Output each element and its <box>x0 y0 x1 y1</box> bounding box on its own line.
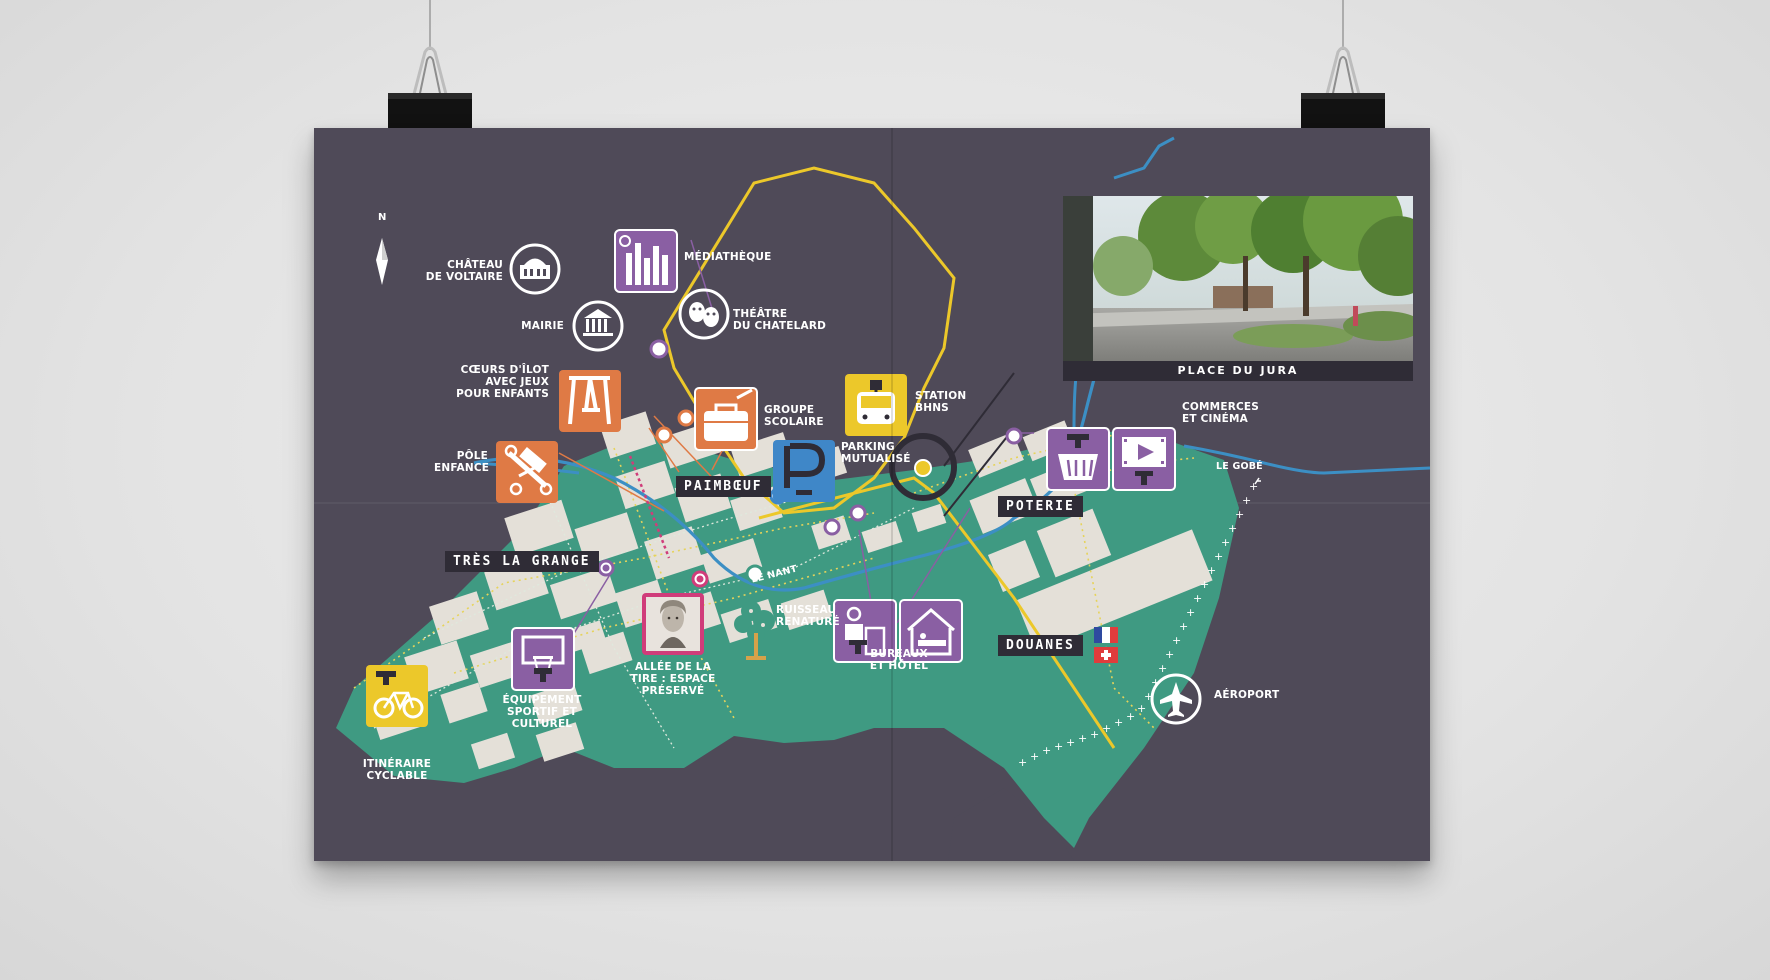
svg-text:+: + <box>1114 716 1123 729</box>
aeroport-label: AÉROPORT <box>1214 689 1280 701</box>
river-north <box>1113 136 1175 180</box>
bureaux-label: BUREAUX ET HÔTEL <box>869 648 929 672</box>
french-flag-icon <box>1094 627 1118 643</box>
svg-text:+: + <box>1228 522 1237 535</box>
compass-north-label: N <box>378 212 387 223</box>
cinema-icon <box>1112 427 1176 491</box>
map-canvas: +++++++++++++++++++++++++++ <box>336 136 1430 861</box>
groupe-scolaire-label: GROUPE SCOLAIRE <box>764 404 824 428</box>
coeurs-ilot-label: CŒURS D'ÎLOT AVEC JEUX POUR ENFANTS <box>456 364 549 400</box>
chateau-icon <box>509 243 561 295</box>
photo-caption: PLACE DU JURA <box>1177 364 1299 377</box>
svg-text:+: + <box>1144 690 1153 703</box>
bicycle-icon <box>366 665 428 727</box>
allee-de-la-tire-path <box>628 455 671 559</box>
allee-label: ALLÉE DE LA TIRE : ESPACE PRÉSERVÉ <box>630 661 716 697</box>
pole-enfance-label: PÔLE ENFANCE <box>434 450 490 474</box>
place-du-jura-photo: PLACE DU JURA <box>1063 196 1413 381</box>
district-tres-la-grange: TRÈS LA GRANGE <box>445 551 599 572</box>
svg-text:+: + <box>1179 620 1188 633</box>
mediatheque-label: MÉDIATHÈQUE <box>684 251 772 263</box>
svg-text:+: + <box>1235 508 1244 521</box>
itineraire-label: ITINÉRAIRE CYCLABLE <box>362 758 432 782</box>
compass-icon <box>376 238 388 285</box>
svg-text:+: + <box>1172 634 1181 647</box>
place-du-jura-ring <box>889 433 957 501</box>
playground-icon <box>559 370 621 432</box>
svg-text:+: + <box>1214 550 1223 563</box>
theatre-masks-icon <box>678 288 730 340</box>
svg-text:+: + <box>1249 480 1258 493</box>
svg-text:+: + <box>1221 536 1230 549</box>
district-paimboeuf: PAIMBŒUF <box>676 476 771 497</box>
stroller-icon <box>496 441 558 503</box>
tree-icon <box>734 601 775 660</box>
books-icon <box>614 229 678 293</box>
station-bhns-label: STATION BHNS <box>915 390 967 414</box>
svg-text:+: + <box>1193 592 1202 605</box>
svg-text:+: + <box>1018 756 1027 769</box>
binder-clip-right <box>1301 0 1385 141</box>
border-crosses <box>1254 477 1261 485</box>
svg-text:+: + <box>1042 744 1051 757</box>
svg-text:+: + <box>1158 662 1167 675</box>
tram-icon <box>845 374 907 436</box>
hotel-icon <box>899 599 963 663</box>
svg-text:+: + <box>1242 494 1251 507</box>
svg-text:+: + <box>1126 710 1135 723</box>
mairie-icon <box>572 300 624 352</box>
svg-text:+: + <box>1066 736 1075 749</box>
svg-text:+: + <box>1030 750 1039 763</box>
dark-region-douanes <box>947 788 1074 861</box>
svg-text:+: + <box>1078 732 1087 745</box>
theatre-label: THÉÂTRE DU CHATELARD <box>733 308 827 332</box>
commerces-label: COMMERCES ET CINÉMA <box>1182 401 1260 425</box>
svg-text:+: + <box>1165 648 1174 661</box>
office-icon <box>833 599 897 663</box>
river-le-gobe-label: LE GOBÉ <box>1216 461 1263 472</box>
bhns-route <box>662 166 956 515</box>
district-poterie: POTERIE <box>998 496 1083 517</box>
svg-text:+: + <box>1137 702 1146 715</box>
station-bhns-marker <box>914 459 932 477</box>
swiss-flag-icon <box>1094 647 1118 663</box>
basketball-icon <box>511 627 575 691</box>
school-bag-icon <box>694 387 758 451</box>
river-le-gobe <box>1183 444 1430 475</box>
chateau-label: CHÂTEAU DE VOLTAIRE <box>425 259 503 283</box>
svg-text:+: + <box>1090 728 1099 741</box>
equipement-label: ÉQUIPEMENT SPORTIF ET CULTUREL <box>502 694 582 730</box>
mairie-label: MAIRIE <box>521 320 564 332</box>
border-cross-line: +++++++++++++++++++++++++++ <box>1018 480 1258 769</box>
binder-clip-left <box>388 0 472 141</box>
ruisseau-label: RUISSEAU RENATURÉ <box>776 604 840 628</box>
shopping-basket-icon <box>1046 427 1110 491</box>
svg-text:+: + <box>1200 578 1209 591</box>
airplane-icon <box>1150 673 1202 725</box>
svg-text:+: + <box>1186 606 1195 619</box>
parking-icon <box>773 440 835 502</box>
poster-map: +++++++++++++++++++++++++++ <box>314 128 1430 861</box>
district-douanes: DOUANES <box>998 635 1083 656</box>
svg-text:+: + <box>1102 722 1111 735</box>
parking-label: PARKING MUTUALISÉ <box>841 441 911 465</box>
place-du-jura-image <box>1063 196 1413 361</box>
bhns-route-south <box>758 476 1116 749</box>
svg-text:+: + <box>1054 740 1063 753</box>
svg-text:+: + <box>1151 676 1160 689</box>
poster-fold-vertical <box>891 128 893 861</box>
voltaire-portrait-icon <box>642 593 704 655</box>
svg-text:+: + <box>1207 564 1216 577</box>
